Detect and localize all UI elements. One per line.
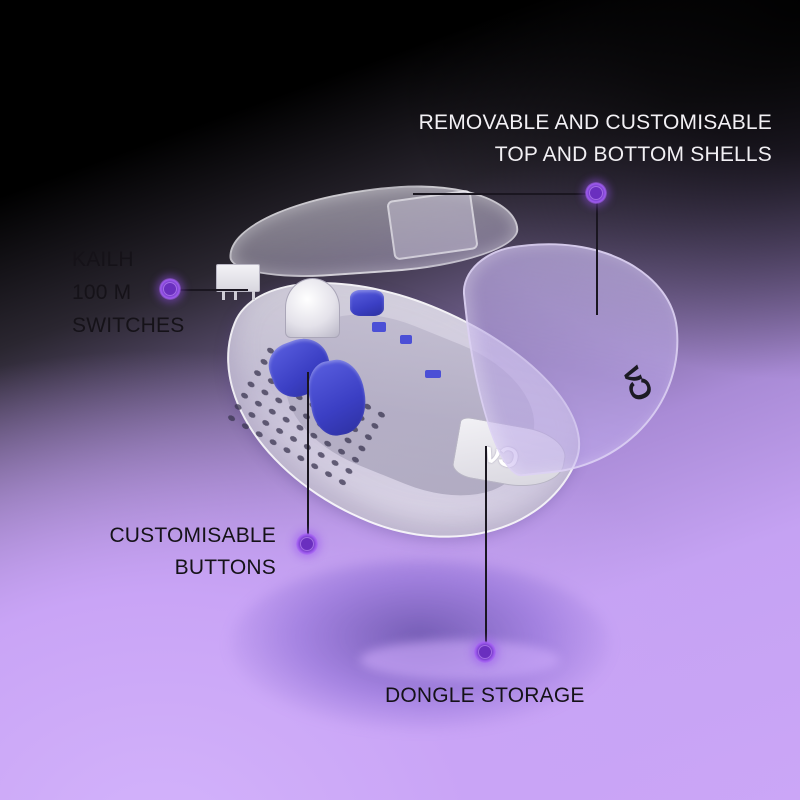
marker-dot-dongle xyxy=(474,641,496,663)
callout-dongle-line1: DONGLE STORAGE xyxy=(385,684,585,707)
internal-chip-blue xyxy=(400,335,412,344)
mouse-shadow-highlight xyxy=(360,640,560,680)
callout-shells-label: REMOVABLE AND CUSTOMISABLE TOP AND BOTTO… xyxy=(419,107,772,171)
kailh-switch xyxy=(216,264,260,292)
leader-line-switches xyxy=(170,289,248,291)
leader-line-shells-horizontal xyxy=(413,193,595,195)
marker-dot-switches xyxy=(159,278,181,300)
leader-line-buttons xyxy=(307,372,309,544)
callout-buttons-line1: CUSTOMISABLE xyxy=(109,524,276,547)
top-shell-mount xyxy=(386,189,479,261)
leader-line-shells-vertical xyxy=(596,193,598,315)
leader-line-dongle xyxy=(485,446,487,652)
switch-pin xyxy=(252,291,255,300)
callout-switches-line1: KAILH xyxy=(72,248,134,271)
callout-buttons-label: CUSTOMISABLE BUTTONS xyxy=(109,520,276,584)
internal-chip-blue xyxy=(425,370,441,378)
callout-dongle-label: DONGLE STORAGE xyxy=(385,680,585,712)
dpi-button xyxy=(350,290,384,316)
switch-pin xyxy=(234,291,237,300)
switch-pin xyxy=(222,291,225,300)
callout-switches-line2: 100 M xyxy=(72,281,132,304)
scroll-wheel xyxy=(285,278,340,338)
callout-switches-label: KAILH 100 M SWITCHES xyxy=(72,243,184,342)
marker-dot-shells xyxy=(585,182,607,204)
callout-shells-line2: TOP AND BOTTOM SHELLS xyxy=(494,143,772,166)
callout-switches-line3: SWITCHES xyxy=(72,314,185,337)
internal-chip-blue xyxy=(372,322,386,332)
callout-shells-line1: REMOVABLE AND CUSTOMISABLE xyxy=(418,111,772,134)
marker-dot-buttons xyxy=(296,533,318,555)
callout-buttons-line2: BUTTONS xyxy=(174,556,276,579)
